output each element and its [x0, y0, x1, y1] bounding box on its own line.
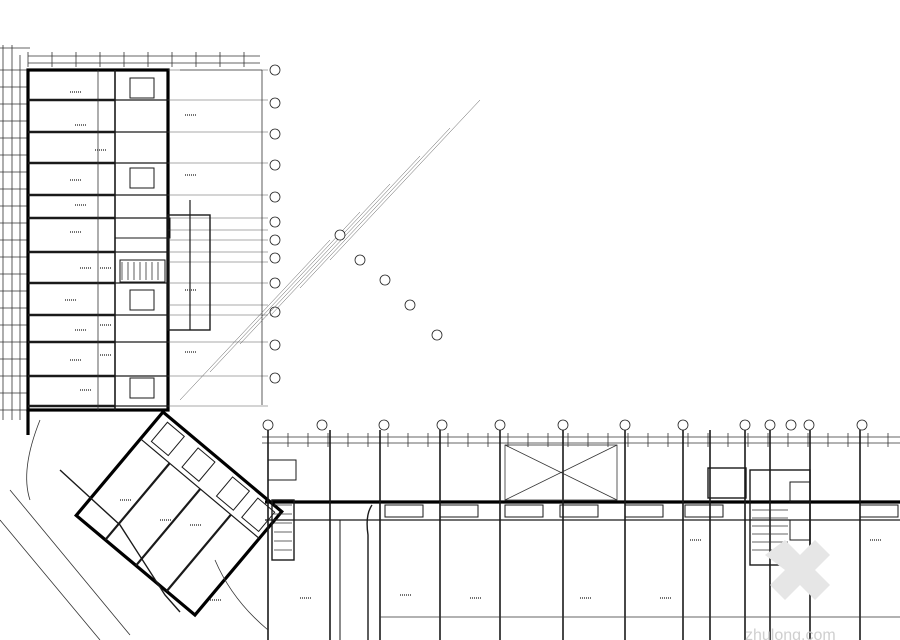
- axis-bubble: [269, 234, 281, 246]
- axis-bubble: [436, 419, 448, 431]
- balcony-block: [384, 504, 424, 518]
- grid-lines-wing: [168, 69, 268, 407]
- bathroom-block: [129, 289, 155, 311]
- axis-bubble: [431, 329, 443, 341]
- diagonal-grid-line: [239, 183, 391, 345]
- stair-treads-wing: [121, 262, 159, 280]
- watermark-text: zhulong.com: [745, 627, 836, 640]
- axis-bubble: [494, 419, 506, 431]
- axis-bubble: [269, 216, 281, 228]
- axis-bubble: [379, 274, 391, 286]
- diagonal-grid-line: [299, 127, 451, 289]
- axis-bubble: [269, 372, 281, 384]
- axis-bubble: [269, 97, 281, 109]
- axis-bubble: [856, 419, 868, 431]
- axis-bubbles-wing: [269, 64, 281, 384]
- axis-bubble: [269, 277, 281, 289]
- axis-bubble: [764, 419, 776, 431]
- bathroom-block: [129, 167, 155, 189]
- axis-bubble: [354, 254, 366, 266]
- room-tags: [65, 91, 882, 601]
- diagonal-grid-line: [209, 211, 361, 373]
- axis-bubble: [269, 159, 281, 171]
- dimension-lines-top: [27, 52, 262, 71]
- axis-bubble: [404, 299, 416, 311]
- axis-bubble: [269, 306, 281, 318]
- balcony-block: [859, 504, 899, 518]
- diagonal-grid-line: [329, 99, 481, 261]
- bathroom-block: [129, 377, 155, 399]
- axis-bubble: [677, 419, 689, 431]
- diagonal-grid-line: [179, 239, 331, 401]
- north-wing: [0, 45, 281, 435]
- south-wing: [214, 419, 900, 640]
- axis-bubble: [378, 419, 390, 431]
- axis-bubble: [803, 419, 815, 431]
- axis-bubble: [785, 419, 797, 431]
- watermark-logo: zhulong.com: [745, 540, 836, 640]
- balcony-block: [624, 504, 664, 518]
- axis-bubble: [557, 419, 569, 431]
- axis-bubble: [316, 419, 328, 431]
- axis-bubble: [269, 252, 281, 264]
- axis-bubble: [269, 191, 281, 203]
- axis-bubble: [739, 419, 751, 431]
- balcony-block: [559, 504, 599, 518]
- axis-bubble: [269, 128, 281, 140]
- balcony-block: [684, 504, 724, 518]
- axis-bubble: [334, 229, 346, 241]
- axis-bubble: [269, 339, 281, 351]
- balcony-block: [439, 504, 479, 518]
- unit-partitions: [28, 98, 168, 408]
- void-opening: [504, 444, 618, 501]
- axis-bubble: [269, 64, 281, 76]
- diagonal-wing: [0, 99, 481, 640]
- balcony-block: [504, 504, 544, 518]
- dimension-lines-left: [0, 45, 30, 420]
- bathroom-block: [129, 77, 155, 99]
- axis-bubble: [619, 419, 631, 431]
- axis-bubble: [262, 419, 274, 431]
